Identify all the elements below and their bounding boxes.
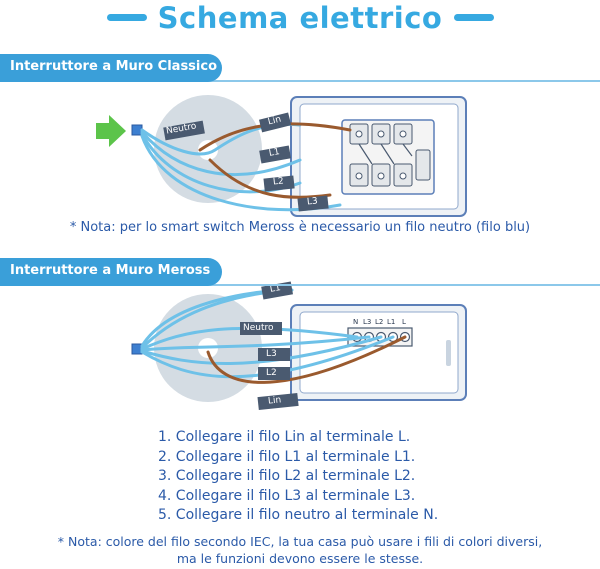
steps-list: 1. Collegare il filo Lin al terminale L.… [158, 428, 438, 526]
title-dash-right [454, 14, 494, 21]
terminal-label-l: L [402, 318, 406, 326]
wire-label-l3-2: L3 [266, 349, 277, 359]
page-title: Schema elettrico [157, 1, 443, 35]
wire-label-neutro-2: Neutro [243, 323, 274, 333]
wire-tag-l2-2 [258, 367, 290, 380]
wire-tag-l2-1 [263, 175, 295, 192]
section2-divider [0, 284, 600, 286]
terminal-label-l1: L1 [387, 318, 396, 326]
wire-tag-l3-1 [297, 195, 329, 212]
wire-tag-l3-2 [258, 348, 290, 361]
wire-tag-neutro-1 [163, 120, 205, 141]
title-bar: Schema elettrico [0, 0, 600, 42]
step-item: 1. Collegare il filo Lin al terminale L. [158, 429, 411, 445]
wire-label-lin-2: Lin [267, 395, 282, 407]
section1-heading: Interruttore a Muro Classico [10, 59, 218, 74]
section1-header: Interruttore a Muro Classico [0, 54, 222, 82]
wire-label-l2-2: L2 [266, 368, 277, 378]
step-item: 3. Collegare il filo L2 al terminale L2. [158, 468, 416, 484]
wire-tag-l1-1 [259, 145, 291, 164]
step-item: 2. Collegare il filo L1 al terminale L1. [158, 448, 416, 465]
step-item: 4. Collegare il filo L3 al terminale L3. [158, 487, 416, 504]
section2-header: Interruttore a Muro Meross [0, 258, 222, 286]
green-arrow-icon [96, 115, 126, 147]
wire-label-l3-1: L3 [306, 196, 319, 208]
footnote-line-1: * Nota: colore del filo secondo IEC, la … [57, 534, 543, 549]
wire-tag-lin-1 [258, 112, 292, 133]
title-dash-left [107, 14, 147, 21]
terminal-label-l3: L3 [363, 318, 372, 326]
terminal-label-l2: L2 [375, 318, 384, 326]
wire-label-l1-1: L1 [268, 147, 281, 159]
wire-label-l2-1: L2 [272, 176, 285, 188]
wire-tag-neutro-2 [240, 322, 282, 335]
terminal-label-n: N [353, 318, 359, 326]
section1-divider [0, 80, 600, 82]
wire-tag-lin-2 [257, 392, 299, 411]
step-item: 5. Collegare il filo neutro al terminale… [158, 507, 439, 523]
footnote: * Nota: colore del filo secondo IEC, la … [0, 533, 600, 567]
section2-heading: Interruttore a Muro Meross [10, 263, 211, 278]
section1-note: * Nota: per lo smart switch Meross è nec… [69, 220, 531, 235]
footnote-line-2: ma le funzioni devono essere le stesse. [176, 551, 424, 566]
